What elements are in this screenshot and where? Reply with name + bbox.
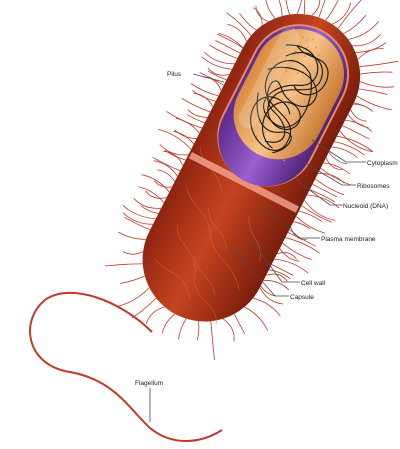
pilus-hair: [174, 130, 196, 139]
pilus-hair: [132, 298, 156, 318]
pilus-hair: [125, 217, 151, 229]
pilus-hair: [162, 314, 175, 333]
pilus-hair: [146, 307, 164, 324]
pilus-hair: [266, 0, 276, 18]
pilus-hair: [343, 126, 370, 140]
pilus-hair: [120, 276, 144, 283]
pilus-hair: [344, 15, 366, 34]
pilus-hair: [358, 49, 384, 60]
pilus-hair: [217, 34, 243, 48]
pilus-hair: [245, 307, 268, 331]
bacterium-body: [121, 0, 381, 343]
pilus-hair: [123, 252, 143, 255]
pilus-hair: [202, 57, 233, 69]
label-cell-wall: Cell wall: [301, 280, 326, 287]
pilus-hair: [211, 321, 215, 360]
pilus-hair: [357, 96, 392, 110]
pilus-hair: [179, 319, 187, 340]
pilus-hair: [329, 152, 347, 164]
label-ribosomes: Ribosomes: [357, 183, 390, 190]
pilus-hair: [253, 298, 280, 316]
pilus-hair: [139, 187, 164, 203]
pilus-hair: [360, 82, 394, 88]
pilus-hair: [197, 321, 198, 340]
pilus-hair: [191, 84, 218, 96]
pilus-hair: [297, 0, 302, 14]
pilus-hair: [348, 21, 379, 39]
pilus-hair: [158, 129, 191, 149]
pilus-hair: [326, 0, 344, 20]
pilus-hair: [234, 314, 245, 334]
pilus-hair: [134, 198, 161, 208]
pilus-hair: [208, 68, 229, 75]
pilus-hair: [359, 89, 388, 95]
pilus-hair: [360, 72, 392, 74]
pilus-hair: [188, 110, 208, 118]
label-pilus: Pilus: [167, 71, 182, 78]
pilus-hair: [226, 13, 251, 36]
pilus-hair: [296, 216, 325, 233]
pilus-hair: [359, 61, 398, 66]
pilus-hair: [182, 99, 210, 113]
pilus-hair: [256, 6, 269, 22]
pilus-hair: [105, 264, 143, 266]
pilus-hair: [352, 34, 380, 45]
pilus-hair: [302, 206, 332, 223]
pilus-hair: [210, 45, 238, 58]
label-plasma-membrane: Plasma membrane: [321, 236, 376, 243]
pilus-hair: [160, 144, 189, 154]
pilus-hair: [312, 0, 320, 16]
pilus-hair: [239, 13, 256, 30]
pilus-hair: [187, 115, 204, 123]
pilus-hair: [285, 0, 290, 15]
pilus-hair: [157, 170, 175, 182]
pilus-hair: [223, 319, 234, 342]
pilus-hair: [355, 43, 386, 53]
pilus-hair: [351, 109, 367, 121]
pilus-hair: [192, 91, 215, 102]
pilus-hair: [278, 0, 282, 16]
pilus-hair: [340, 131, 373, 152]
pilus-hair: [304, 0, 306, 14]
pilus-hair: [345, 120, 372, 131]
pilus-hair: [154, 181, 172, 187]
pilus-hair: [141, 206, 159, 214]
label-cytoplasm: Cytoplasm: [367, 160, 398, 167]
label-nucleoid: Nucleoid (DNA): [343, 203, 388, 210]
pilus-hair: [274, 259, 308, 273]
label-flagellum: Flagellum: [135, 380, 163, 387]
label-capsule: Capsule: [290, 294, 314, 301]
pilus-hair: [118, 288, 149, 307]
pilus-hair: [153, 157, 181, 171]
pilus-hair: [118, 232, 146, 239]
pilus-hair: [319, 0, 330, 18]
